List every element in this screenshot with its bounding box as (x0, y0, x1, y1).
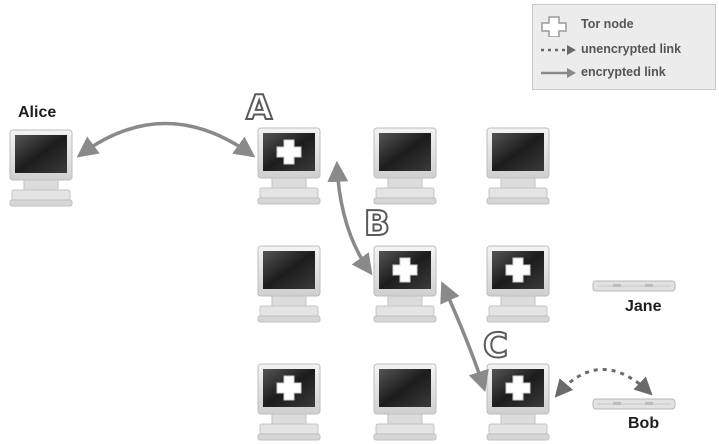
legend-label-encrypted: encrypted link (581, 65, 666, 79)
legend-row-encrypted: encrypted link (533, 63, 717, 83)
computer-alice (9, 129, 73, 207)
legend-row-tor-node: Tor node (533, 15, 717, 37)
legend-label-unencrypted: unencrypted link (581, 42, 682, 56)
label-alice: Alice (18, 104, 57, 121)
tor-node-b (373, 245, 437, 323)
computer-row3-col2 (373, 363, 437, 441)
solid-arrow-icon (541, 68, 576, 78)
legend: Tor node unencrypted link encrypted link (532, 4, 716, 90)
encrypted-link-b-c (440, 281, 489, 392)
tor-node-c (486, 363, 550, 441)
label-bob: Bob (628, 415, 660, 432)
legend-label-tor-node: Tor node (581, 17, 634, 31)
unencrypted-link-c-bob (554, 368, 653, 398)
tor-node-a (257, 127, 321, 205)
computer-row1-col3 (486, 127, 550, 205)
hop-label-c: C (482, 325, 509, 367)
encrypted-link-alice-a (76, 121, 256, 158)
encrypted-link-a-b (327, 160, 373, 276)
tor-node-row2-col3 (486, 245, 550, 323)
hop-label-a: A (245, 87, 273, 129)
legend-row-unencrypted: unencrypted link (533, 40, 717, 60)
server-bob (592, 398, 676, 410)
hop-label-b: B (363, 203, 391, 245)
computer-row2-col1 (257, 245, 321, 323)
tor-node-row3-col1 (257, 363, 321, 441)
server-jane (592, 280, 676, 292)
computer-row1-col2 (373, 127, 437, 205)
label-jane: Jane (625, 298, 662, 315)
dashed-arrow-icon (541, 45, 576, 55)
tor-node-icon (541, 16, 567, 37)
